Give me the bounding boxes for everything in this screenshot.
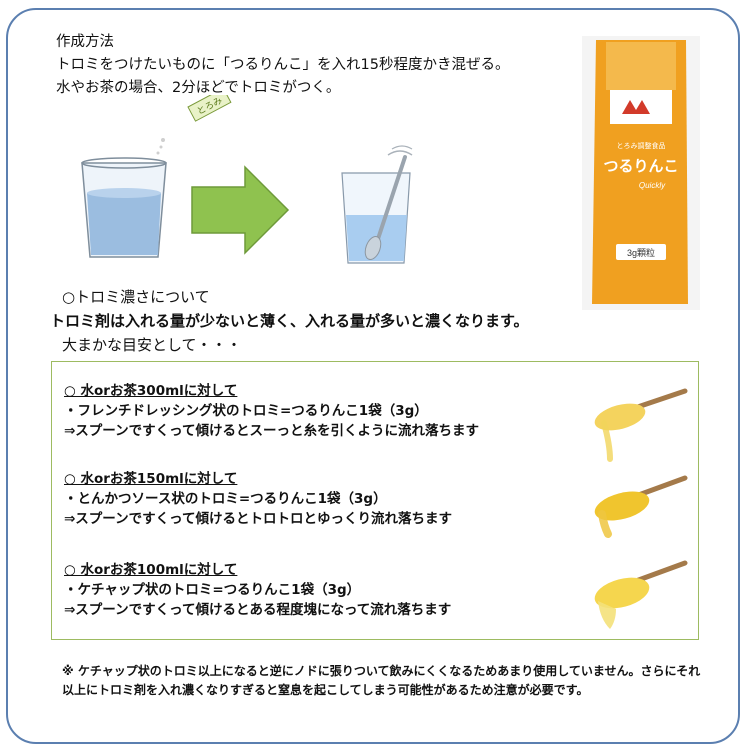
preparation-illustration: とろみ [81,95,413,264]
product-name: つるりんこ [603,158,678,175]
brand-logo-icon [622,100,650,114]
guide-box [51,361,699,640]
warning-note: ※ ケチャップ状のトロミ以上になると逆にノドに張りついて飲みにくくなるためあまり… [62,664,701,697]
water-glass-icon [81,157,167,258]
stirred-glass-icon [341,145,413,264]
guide-title: ○ 水orお茶300mlに対して [64,383,238,399]
intro-line-2: 水やお茶の場合、2分ほどでトロミがつく。 [56,80,341,96]
guide-line: ・とんかつソース状のトロミ=つるりんこ1袋（3g） [64,491,387,507]
powder-packet-icon: とろみ [156,95,232,155]
concentration-line-1: トロミ剤は入れる量が少ないと薄く、入れる量が多いと濃くなります。 [50,312,529,330]
product-sub: Quickly [639,181,666,190]
page-frame [6,8,740,744]
guide-item: ○ 水orお茶100mlに対して ・ケチャップ状のトロミ=つるりんこ1袋（3g）… [64,560,451,620]
spoon-sauce-icon [594,475,688,538]
next-step-arrow-icon [191,165,290,255]
guide-item: ○ 水orお茶150mlに対して ・とんかつソース状のトロミ=つるりんこ1袋（3… [64,469,452,529]
guide-line: ⇒スプーンですくって傾けるとスーっと糸を引くように流れ落ちます [64,423,479,439]
concentration-heading: ○トロミ濃さについて [62,288,210,306]
guide-title: ○ 水orお茶100mlに対して [64,562,238,578]
intro-line-1: トロミをつけたいものに「つるりんこ」を入れ15秒程度かき混ぜる。 [56,57,510,73]
guide-title: ○ 水orお茶150mlに対して [64,471,238,487]
spoon-dressing-icon [594,388,688,462]
guide-item: ○ 水orお茶300mlに対して ・フレンチドレッシング状のトロミ=つるりんこ1… [64,381,479,441]
spoon-ketchup-icon [594,560,688,629]
product-size: 3g顆粒 [627,247,655,258]
concentration-line-2: 大まかな目安として・・・ [62,336,242,354]
guide-line: ⇒スプーンですくって傾けるとある程度塊になって流れ落ちます [64,602,452,618]
product-brand: とろみ調整食品 [617,141,666,150]
product-photo: とろみ調整食品 つるりんこ Quickly 3g顆粒 [582,36,700,310]
guide-line: ・フレンチドレッシング状のトロミ=つるりんこ1袋（3g） [64,403,428,419]
intro-heading: 作成方法 [56,34,114,50]
guide-line: ・ケチャップ状のトロミ=つるりんこ1袋（3g） [64,582,361,598]
guide-line: ⇒スプーンですくって傾けるとトロトロとゆっくり流れ落ちます [64,511,452,527]
